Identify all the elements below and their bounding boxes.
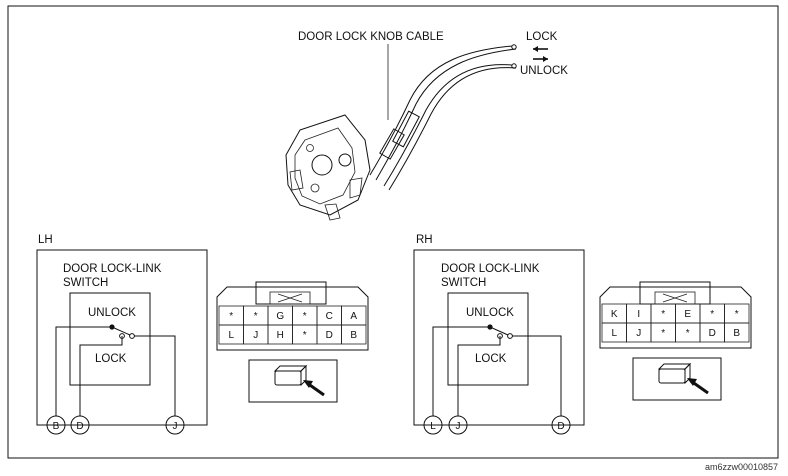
lh-unlock-position-label: UNLOCK: [88, 307, 136, 319]
svg-text:J: J: [456, 421, 461, 432]
lh-connector-icon: [248, 359, 338, 403]
rh-switch-housing: [413, 249, 585, 426]
rh-lock-position-label: LOCK: [475, 353, 507, 365]
rh-connector-pin-label: I: [637, 309, 640, 320]
svg-text:D: D: [76, 421, 83, 432]
lh-connector-pin-label: A: [350, 311, 357, 322]
svg-text:J: J: [173, 421, 178, 432]
svg-text:L: L: [430, 421, 436, 432]
lh-section: LH DOOR LOCK-LINK SWITCH UNLOCK LOCK B D: [36, 234, 369, 435]
lh-connector-pin-label: D: [326, 330, 333, 341]
lh-connector-pin-label: *: [229, 311, 233, 322]
rh-section: RH DOOR LOCK-LINK SWITCH UNLOCK LOCK L J: [413, 234, 752, 435]
rh-terminal-j: J: [448, 415, 468, 435]
rh-connector-pin-label: L: [611, 328, 617, 339]
rh-connector-pin-label: K: [611, 309, 618, 320]
lh-lock-position-label: LOCK: [95, 353, 127, 365]
knob-cables: [369, 44, 517, 191]
rh-switch-label-line1: DOOR LOCK-LINK: [441, 263, 540, 275]
lh-side-label: LH: [38, 234, 53, 246]
unlock-arrow-icon: [533, 56, 548, 62]
diagram-frame: [7, 5, 779, 459]
lock-arrow-icon: [533, 46, 548, 52]
lh-connector-pin-cell: [341, 324, 367, 345]
image-reference-code: am6zzw00010857: [705, 462, 778, 472]
lh-connector-face: * * G * C A L J H * D B: [216, 281, 369, 351]
rh-connector-pin-label: *: [735, 309, 739, 320]
rh-switch-box: [447, 292, 529, 386]
rh-connector-pin-label: B: [733, 328, 740, 339]
lh-switch-label-line2: SWITCH: [63, 277, 108, 289]
rh-connector-pin-label: *: [661, 309, 665, 320]
lh-connector-pin-label: H: [277, 330, 284, 341]
lh-wiring: [55, 326, 176, 426]
rh-connector-pin-label: J: [636, 328, 641, 339]
unlock-direction-label: UNLOCK: [520, 65, 568, 77]
rh-unlock-position-label: UNLOCK: [466, 307, 514, 319]
rh-wiring: [432, 326, 562, 426]
lh-switch-label-line1: DOOR LOCK-LINK: [63, 263, 162, 275]
lh-terminal-b: B: [46, 415, 66, 435]
rh-connector-pin-label: *: [686, 328, 690, 339]
rh-connector-pin-label: E: [684, 309, 691, 320]
lh-connector-pin-label: B: [350, 330, 357, 341]
svg-text:B: B: [53, 421, 60, 432]
lh-connector-pin-label: G: [276, 311, 284, 322]
rh-terminal-l: L: [423, 415, 443, 435]
rh-connector-pin-label: D: [709, 328, 716, 339]
lh-connector-pin-label: *: [254, 311, 258, 322]
door-lock-knob-cable-label: DOOR LOCK KNOB CABLE: [298, 31, 444, 43]
lh-connector-pin-label: L: [228, 330, 234, 341]
lh-connector-pin-label: J: [253, 330, 258, 341]
rh-side-label: RH: [416, 234, 433, 246]
lh-switch-box: [69, 292, 151, 386]
lh-connector-pin-label: *: [303, 330, 307, 341]
rh-switch-label-line2: SWITCH: [441, 277, 486, 289]
rh-connector-pin-cell: [724, 322, 750, 343]
rh-connector-icon: [632, 357, 722, 401]
lock-direction-label: LOCK: [526, 31, 558, 43]
rh-connector-pin-label: *: [661, 328, 665, 339]
svg-text:D: D: [557, 421, 564, 432]
rh-connector-pin-label: *: [710, 309, 714, 320]
latch-body: [285, 114, 371, 221]
rh-terminal-d: D: [551, 415, 571, 435]
lh-connector-pin-label: *: [303, 311, 307, 322]
lh-connector-pin-label: C: [326, 311, 333, 322]
rh-connector-face: K I * E * * L J * * D B: [599, 281, 752, 349]
lh-terminal-d: D: [70, 415, 90, 435]
door-latch-assembly: DOOR LOCK KNOB CABLE LOCK UNLOCK: [285, 31, 568, 221]
lh-terminal-j: J: [165, 415, 185, 435]
